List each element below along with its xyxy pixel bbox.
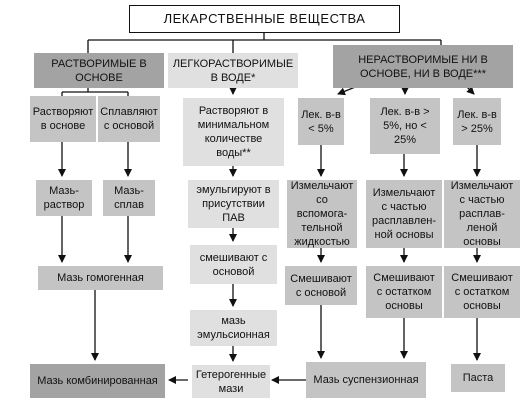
- drug-gt25-percent: Лек. в-в > 25%: [453, 98, 501, 145]
- step-grind-melted-base-right: Измельчают с частью расплав-леной основы: [444, 180, 520, 248]
- ointment-homogeneous: Мазь гомогенная: [38, 266, 163, 290]
- step-mix-with-rest-right-label: Смешивают с остатком основы: [451, 272, 513, 312]
- ointment-combined-label: Мазь комбинированная: [37, 375, 158, 387]
- step-fuse-with-base: Сплавляют с основой: [98, 96, 160, 142]
- category-insoluble-label: НЕРАСТВОРИМЫЕ НИ В ОСНОВЕ, НИ В ВОДЕ***: [358, 53, 488, 80]
- ointment-alloy: Мазь-сплав: [103, 180, 155, 216]
- ointment-emulsion: мазь эмульсионная: [190, 310, 277, 346]
- category-insoluble: НЕРАСТВОРИМЫЕ НИ В ОСНОВЕ, НИ В ВОДЕ***: [333, 45, 513, 88]
- ointment-heterogeneous-label: Гетерогенные мази: [195, 368, 267, 395]
- step-grind-aux-liquid-label: Измельчают со вспомога-тельной жидкостью: [290, 180, 354, 248]
- step-mix-with-rest-mid-label: Смешивают с остатком основы: [373, 272, 435, 312]
- step-emulsify-label: эмульгируют в присутствии ПАВ: [196, 184, 271, 224]
- step-grind-melted-base-right-label: Измельчают с частью расплав-леной основы: [450, 180, 514, 248]
- step-dissolve-in-base-label: Растворяют в основе: [32, 106, 94, 132]
- step-grind-aux-liquid: Измельчают со вспомога-тельной жидкостью: [287, 180, 357, 248]
- category-easily-soluble-label: ЛЕГКОРАСТВОРИМЫЕ В ВОДЕ*: [172, 57, 294, 84]
- ointment-homogeneous-label: Мазь гомогенная: [57, 272, 144, 284]
- step-mix-with-base-insoluble-label: Смешивают с основой: [290, 272, 352, 299]
- step-dissolve-min-water: Растворяют в минимальном количестве воды…: [183, 98, 284, 166]
- title-box: ЛЕКАРСТВЕННЫЕ ВЕЩЕСТВА: [129, 5, 400, 33]
- category-easily-soluble: ЛЕГКОРАСТВОРИМЫЕ В ВОДЕ*: [168, 53, 298, 88]
- ointment-solution: Мазь-раствор: [36, 180, 92, 216]
- step-fuse-with-base-label: Сплавляют с основой: [100, 106, 158, 132]
- step-grind-melted-base-mid-label: Измельчают с частью расплавлен-ной основ…: [371, 187, 437, 241]
- ointment-alloy-label: Мазь-сплав: [114, 185, 144, 211]
- ointment-combined: Мазь комбинированная: [30, 364, 165, 398]
- ointment-suspension-label: Мазь суспензионная: [313, 374, 419, 386]
- step-mix-with-base-insoluble: Смешивают с основой: [285, 266, 357, 305]
- paste-label: Паста: [462, 372, 494, 384]
- step-dissolve-min-water-label: Растворяют в минимальном количестве воды…: [197, 105, 270, 159]
- paste: Паста: [451, 364, 505, 392]
- category-soluble-label: РАСТВОРИМЫЕ В ОСНОВЕ: [51, 57, 147, 84]
- ointment-solution-label: Мазь-раствор: [43, 185, 85, 211]
- title-text: ЛЕКАРСТВЕННЫЕ ВЕЩЕСТВА: [163, 11, 366, 26]
- ointment-emulsion-label: мазь эмульсионная: [197, 315, 270, 341]
- step-mix-with-rest-right: Смешивают с остатком основы: [444, 266, 520, 318]
- drug-5-to-25-percent-label: Лек. в-в > 5%, но < 25%: [380, 106, 430, 146]
- step-mix-with-base: смешивают с основой: [190, 245, 277, 284]
- drug-gt25-percent-label: Лек. в-в > 25%: [457, 108, 497, 135]
- step-emulsify: эмульгируют в присутствии ПАВ: [188, 180, 279, 228]
- step-mix-with-rest-mid: Смешивают с остатком основы: [366, 266, 442, 318]
- drug-lt5-percent: Лек. в-в < 5%: [298, 98, 344, 145]
- step-dissolve-in-base: Растворяют в основе: [30, 96, 96, 142]
- category-soluble: РАСТВОРИМЫЕ В ОСНОВЕ: [34, 53, 164, 88]
- step-grind-melted-base-mid: Измельчают с частью расплавлен-ной основ…: [366, 180, 442, 248]
- drug-lt5-percent-label: Лек. в-в < 5%: [301, 108, 341, 135]
- ointment-heterogeneous: Гетерогенные мази: [192, 365, 270, 398]
- ointment-suspension: Мазь суспензионная: [306, 362, 426, 398]
- step-mix-with-base-label: смешивают с основой: [199, 251, 268, 278]
- drug-5-to-25-percent: Лек. в-в > 5%, но < 25%: [370, 98, 440, 154]
